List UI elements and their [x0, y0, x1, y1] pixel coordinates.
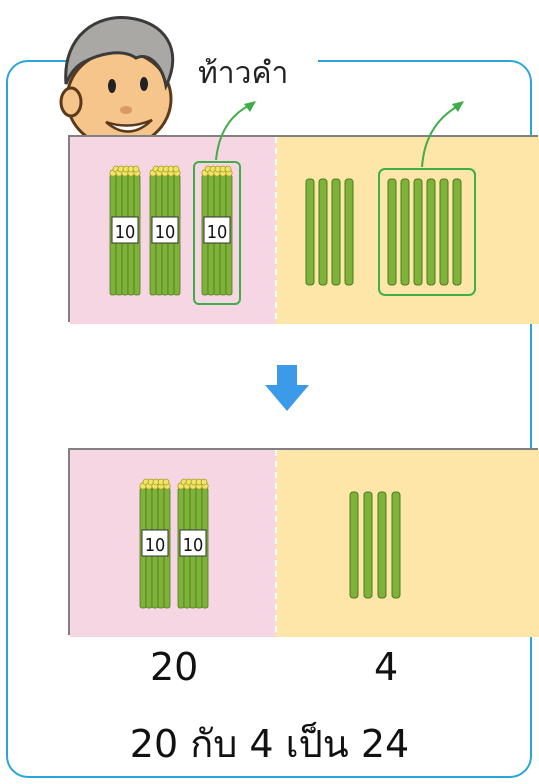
single-stick — [439, 178, 449, 286]
ten-stick-bundle: 10 — [149, 165, 181, 296]
ten-stick-bundle: 10 — [109, 165, 141, 296]
ten-stick-bundle: 10 — [201, 165, 233, 296]
single-stick — [305, 178, 315, 286]
tens-area — [70, 450, 276, 637]
arrow-head-right — [452, 101, 464, 112]
single-stick — [387, 178, 397, 286]
bundle-label: 10 — [207, 222, 228, 243]
highlight-bundle-box — [193, 161, 241, 305]
exchange-arrows — [215, 101, 464, 168]
ones-value: 4 — [374, 645, 399, 689]
single-stick — [391, 491, 401, 599]
single-stick — [426, 178, 436, 286]
bundle-label: 10 — [183, 535, 204, 556]
tens-value: 20 — [150, 645, 199, 689]
bottom-place-value-panel: 10 10 — [68, 448, 539, 637]
ones-area — [276, 450, 539, 637]
character-name: ท้าวคำ — [198, 56, 289, 91]
highlight-sticks-box — [378, 168, 476, 296]
single-stick — [349, 491, 359, 599]
arrow-head-left — [244, 101, 256, 112]
single-stick — [318, 178, 328, 286]
single-stick — [400, 178, 410, 286]
top-panel-drawing: 10 10 10 — [70, 137, 539, 324]
single-stick — [377, 491, 387, 599]
single-stick — [331, 178, 341, 286]
top-place-value-panel: 10 10 10 — [68, 135, 539, 324]
single-stick — [452, 178, 462, 286]
ten-stick-bundle: 10 — [177, 478, 209, 609]
bottom-panel-drawing: 10 10 — [70, 450, 539, 637]
ten-stick-bundle: 10 — [139, 478, 171, 609]
single-stick — [344, 178, 354, 286]
bundle-label: 10 — [155, 222, 176, 243]
bundle-label: 10 — [145, 535, 166, 556]
result-sentence: 20 กับ 4 เป็น 24 — [129, 722, 410, 766]
single-stick — [363, 491, 373, 599]
bundle-label: 10 — [115, 222, 136, 243]
boy-avatar — [59, 16, 175, 149]
single-stick — [413, 178, 423, 286]
down-arrow-icon — [265, 365, 309, 411]
